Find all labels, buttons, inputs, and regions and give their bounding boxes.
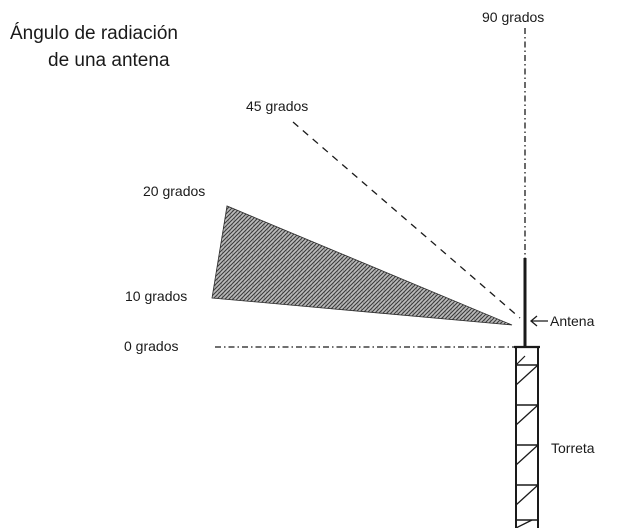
label-45-degrees: 45 grados (246, 98, 308, 114)
diagram-title-line1: Ángulo de radiación (10, 23, 178, 44)
label-90-degrees: 90 grados (482, 9, 544, 25)
radiation-sector-overlay (212, 206, 512, 325)
label-antenna: Antena (550, 313, 595, 329)
label-20-degrees: 20 grados (143, 183, 205, 199)
label-0-degrees: 0 grados (124, 338, 178, 354)
antenna-arrow-icon (529, 315, 548, 327)
diagram-title-line2: de una antena (48, 50, 170, 71)
label-10-degrees: 10 grados (125, 288, 187, 304)
ray-45-degrees (292, 121, 521, 319)
label-tower: Torreta (551, 440, 595, 456)
tower-lattice (514, 345, 540, 528)
